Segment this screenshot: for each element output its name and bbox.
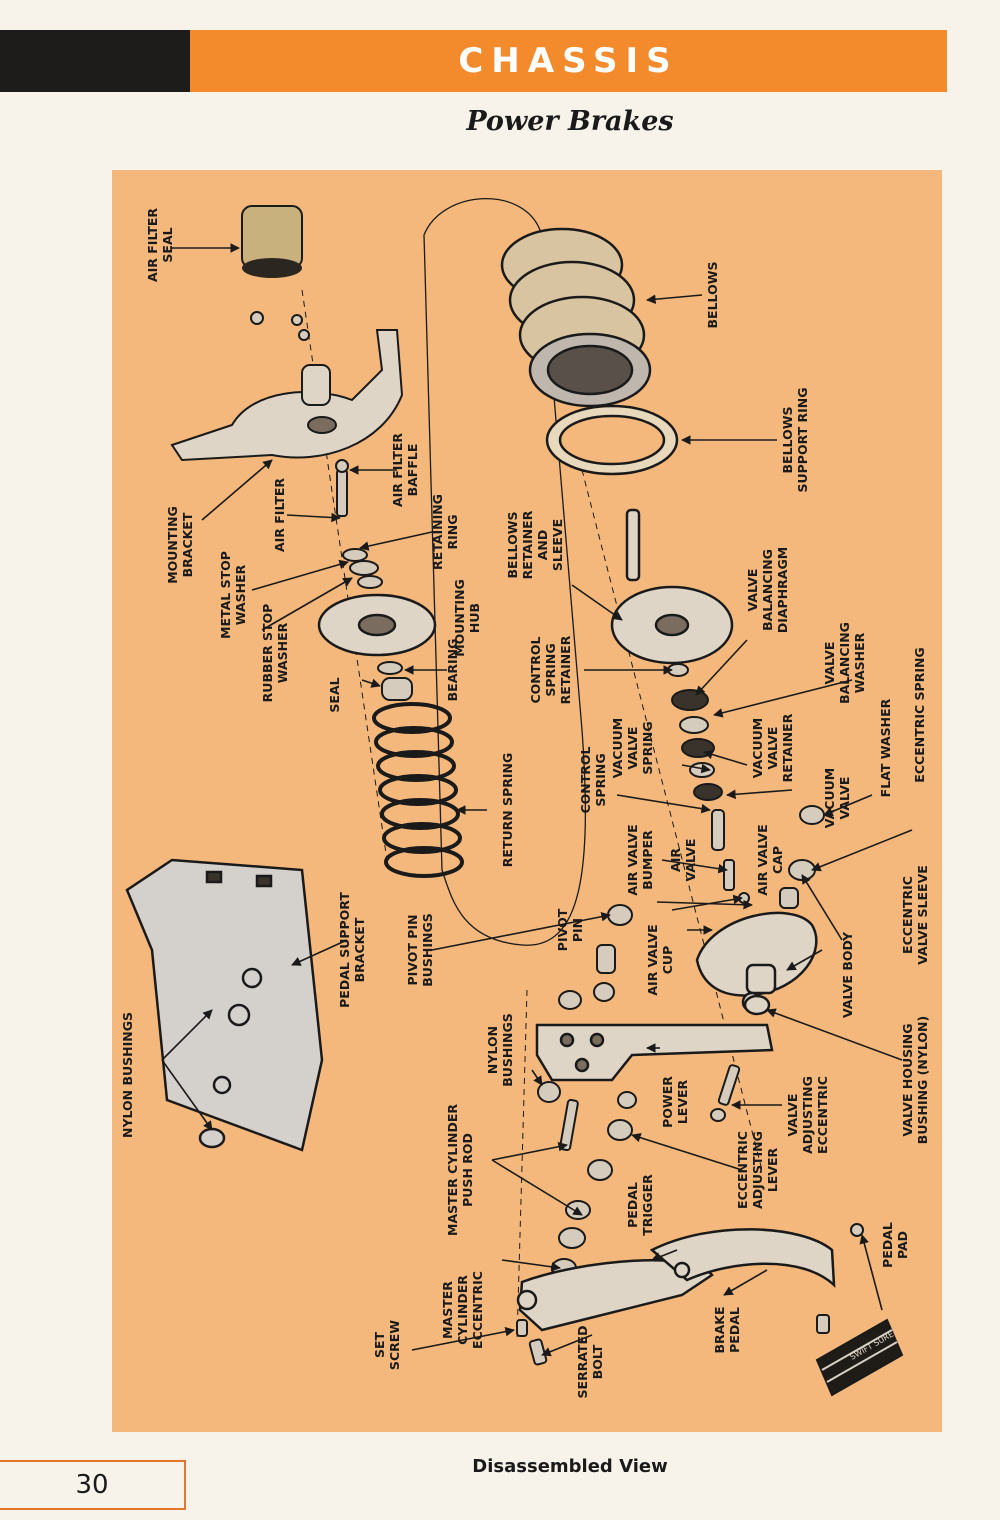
bolt-parts — [516, 1319, 548, 1366]
label-air-filter: AIR FILTER — [272, 478, 287, 552]
label-air-filter-baffle: AIR FILTERBAFFLE — [390, 433, 420, 507]
label-air-valve-cap: AIR VALVECAP — [755, 824, 785, 895]
label-pedal-support-bracket: PEDAL SUPPORTBRACKET — [337, 892, 367, 1008]
label-eccentric-valve-sleeve: ECCENTRICVALVE SLEEVE — [900, 865, 930, 965]
bellows-retainer-part — [610, 508, 734, 665]
label-eccentric-adjusting-lever: ECCENTRICADJUSTINGLEVER — [735, 1131, 780, 1209]
page-number: 30 — [75, 1470, 109, 1500]
air-filter-seal-part — [241, 205, 303, 278]
mounting-bracket-part — [170, 329, 404, 462]
label-bellows: BELLOWS — [705, 262, 720, 329]
leader-arrows — [161, 243, 913, 1357]
label-flat-washer: FLAT WASHER — [878, 698, 893, 797]
bellows-support-ring-part — [545, 404, 679, 476]
mounting-hub-part — [317, 593, 437, 657]
header-dark-band — [0, 30, 190, 92]
label-metal-stop-washer: METAL STOPWASHER — [218, 551, 248, 639]
label-seal: SEAL — [327, 677, 342, 712]
label-pedal-pad: PEDALPAD — [880, 1222, 910, 1268]
label-air-filter-seal: AIR FILTERSEAL — [145, 208, 175, 282]
label-control-spring-retainer: CONTROLSPRINGRETAINER — [528, 635, 573, 704]
label-eccentric-spring: ECCENTRIC SPRING — [912, 647, 927, 782]
label-air-valve-bumper: AIR VALVEBUMPER — [625, 824, 655, 895]
labels: AIR FILTERSEAL BELLOWS BELLOWSSUPPORT RI… — [120, 208, 930, 1399]
label-return-spring: RETURN SPRING — [500, 753, 515, 867]
page-number-box: 30 — [0, 1460, 186, 1510]
label-valve-balancing-diaphragm: VALVEBALANCINGDIAPHRAGM — [745, 547, 790, 633]
header-band: CHASSIS — [190, 30, 947, 92]
label-valve-housing-bushing: VALVE HOUSINGBUSHING (NYLON) — [900, 1016, 930, 1144]
label-mounting-hub: MOUNTINGHUB — [452, 579, 482, 657]
pedal-support-bracket-part — [125, 858, 324, 1152]
label-valve-adjusting-eccentric: VALVEADJUSTINGECCENTRIC — [785, 1076, 830, 1154]
pivot-parts — [558, 904, 633, 1010]
label-serrated-bolt: SERRATEDBOLT — [575, 1326, 605, 1399]
brake-pedal-part — [516, 1228, 836, 1332]
small-parts-left — [250, 311, 383, 589]
label-bellows-retainer-sleeve: BELLOWSRETAINERANDSLEEVE — [505, 510, 565, 579]
pedal-pad-part: SWIFT SURE — [815, 1223, 904, 1397]
label-rubber-stop-washer: RUBBER STOPWASHER — [260, 604, 290, 703]
label-pedal-trigger: PEDALTRIGGER — [625, 1174, 655, 1236]
figure-caption: Disassembled View — [472, 1456, 668, 1477]
axis-lines — [301, 289, 763, 1341]
diagram-panel: SWIFT SURE — [112, 170, 942, 1432]
label-brake-pedal: BRAKEPEDAL — [712, 1306, 742, 1353]
section-title: CHASSIS — [458, 41, 679, 81]
label-master-cylinder-eccentric: MASTERCYLINDERECCENTRIC — [440, 1271, 485, 1349]
label-retaining-ring: RETAININGRING — [430, 494, 460, 570]
label-set-screw: SETSCREW — [372, 1320, 402, 1370]
label-mounting-bracket: MOUNTINGBRACKET — [165, 506, 195, 584]
label-power-lever: POWERLEVER — [660, 1076, 690, 1128]
label-bellows-support-ring: BELLOWSSUPPORT RING — [780, 387, 810, 492]
bellows-part — [500, 227, 652, 408]
label-valve-balancing-washer: VALVEBALANCINGWASHER — [822, 622, 867, 704]
label-air-valve-cup: AIR VALVECUP — [645, 924, 675, 995]
label-vacuum-valve-retainer: VACUUMVALVERETAINER — [750, 713, 795, 782]
label-control-spring: CONTROLSPRING — [578, 746, 608, 813]
label-air-valve: AIRVALVE — [668, 839, 698, 882]
label-nylon-bushings-left: NYLON BUSHINGS — [120, 1012, 135, 1138]
page-subtitle: Power Brakes — [466, 106, 674, 137]
label-pivot-pin-bushings: PIVOT PINBUSHINGS — [405, 913, 435, 987]
push-rod-parts — [537, 1064, 741, 1278]
label-vacuum-valve-spring: VACUUMVALVESPRING — [610, 718, 655, 778]
exploded-diagram: SWIFT SURE — [120, 198, 930, 1399]
label-valve-body: VALVE BODY — [840, 931, 855, 1018]
return-spring-part — [372, 702, 464, 878]
label-bearing: BEARING — [445, 639, 460, 702]
label-pivot-pin: PIVOTPIN — [555, 908, 585, 951]
label-nylon-bushings: NYLONBUSHINGS — [485, 1013, 515, 1087]
label-vacuum-valve: VACUUMVALVE — [822, 768, 852, 828]
seal-bearing-parts — [377, 661, 413, 701]
assembly-outline — [423, 198, 586, 946]
label-master-cylinder-push-rod: MASTER CYLINDERPUSH ROD — [445, 1104, 475, 1236]
